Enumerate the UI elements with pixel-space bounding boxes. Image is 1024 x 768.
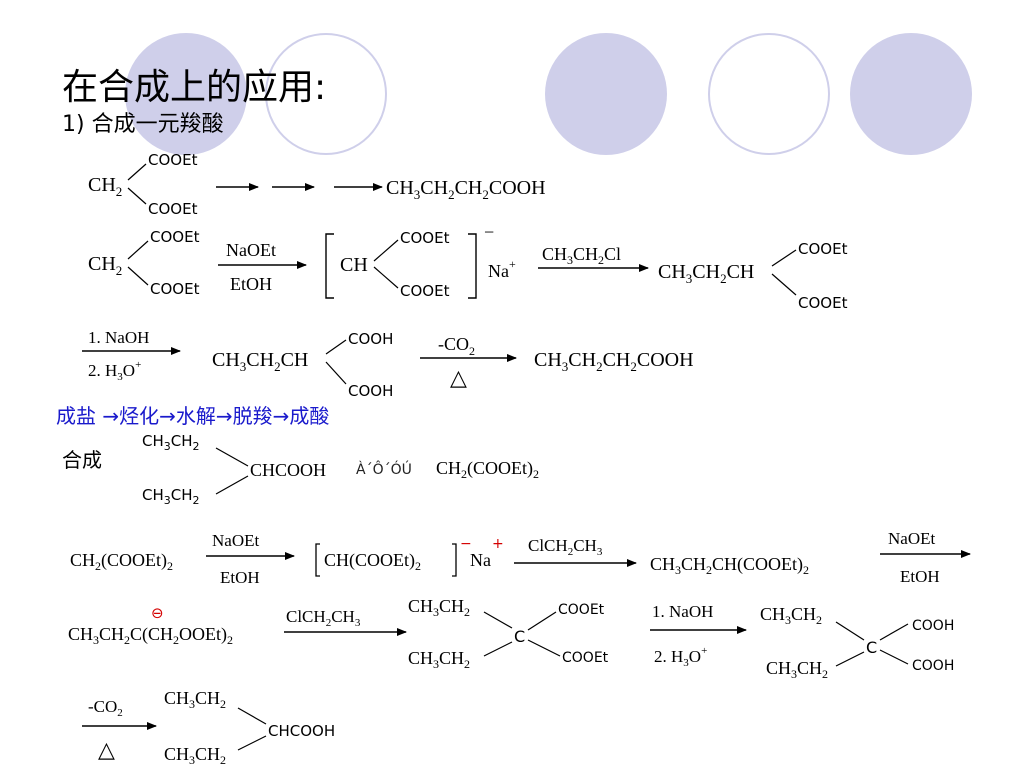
svg-text:CH2: CH2 xyxy=(88,253,122,278)
svg-text:COOEt: COOEt xyxy=(150,228,200,246)
svg-text:CH3CH2CH: CH3CH2CH xyxy=(658,261,754,286)
row6-reagent-acid: 2. H3O+ xyxy=(654,645,707,669)
synthesis-label: 合成 xyxy=(62,448,102,472)
svg-text:COOEt: COOEt xyxy=(798,294,848,312)
svg-text:CHCOOH: CHCOOH xyxy=(268,722,335,740)
svg-text:COOEt: COOEt xyxy=(148,151,198,169)
row3-decarboxylation-label: -CO2 xyxy=(438,334,475,358)
svg-text:CH(COOEt)2: CH(COOEt)2 xyxy=(324,550,421,573)
svg-text:COOEt: COOEt xyxy=(148,200,198,218)
row5-reagent2-etoh: EtOH xyxy=(900,567,940,586)
row3-reagent-acid: 2. H3O+ xyxy=(88,359,141,383)
slide-title: 在合成上的应用: xyxy=(62,67,327,108)
svg-text:CH3CH2: CH3CH2 xyxy=(408,648,470,671)
svg-text:−: − xyxy=(460,536,472,552)
garbled-text: À´Ô´ÓÚ xyxy=(356,460,412,478)
row2-malonate: CH2 COOEt COOEt xyxy=(88,228,200,298)
svg-text:CHCOOH: CHCOOH xyxy=(250,460,326,480)
svg-text:COOEt: COOEt xyxy=(400,282,450,300)
svg-text:CH3CH2: CH3CH2 xyxy=(164,744,226,767)
svg-text:C: C xyxy=(514,627,525,646)
svg-text:COOEt: COOEt xyxy=(150,280,200,298)
row3-reagent-naoh: 1. NaOH xyxy=(88,328,149,347)
row2-alkylated-diester: CH3CH2CH COOEt COOEt xyxy=(658,240,848,312)
row5-reagent-naoet: NaOEt xyxy=(212,531,259,550)
source-diethyl-malonate: CH2(COOEt)2 xyxy=(436,458,539,481)
row2-enolate-bracket: CH COOEt COOEt − Na+ xyxy=(325,222,516,300)
row6-dialkyl-diacid: CH3CH2 CH3CH2 C COOH COOH xyxy=(760,604,954,681)
svg-text:CH3CH2: CH3CH2 xyxy=(766,658,828,681)
slide-subtitle: 1) 合成一元羧酸 xyxy=(62,112,224,137)
row5-product: CH3CH2CH(COOEt)2 xyxy=(650,554,809,577)
svg-text:CH3CH2CH: CH3CH2CH xyxy=(212,349,308,374)
target-molecule: CH3CH2 CH3CH2 CHCOOH xyxy=(142,432,326,507)
row7-heat-icon: △ xyxy=(98,738,115,763)
row1-malonate: CH2 COOEt COOEt xyxy=(88,151,198,218)
svg-text:Na: Na xyxy=(470,550,491,570)
svg-text:CH: CH xyxy=(340,254,368,276)
row6-carbanion-symbol: ⊖ xyxy=(151,604,164,622)
reaction-steps-summary: 成盐 →烃化→水解→脱羧→成酸 xyxy=(56,404,330,428)
svg-text:CH2: CH2 xyxy=(88,174,122,199)
svg-text:CH3CH2: CH3CH2 xyxy=(760,604,822,627)
row2-reagent-etoh: EtOH xyxy=(230,274,272,294)
decor-circle-filled-2 xyxy=(545,33,667,155)
row3-heat-icon: △ xyxy=(450,366,467,391)
svg-text:COOEt: COOEt xyxy=(798,240,848,258)
row5-diethyl-malonate: CH2(COOEt)2 xyxy=(70,550,173,573)
decor-circle-filled-3 xyxy=(850,33,972,155)
svg-text:+: + xyxy=(492,536,504,552)
svg-text:COOH: COOH xyxy=(912,618,954,634)
svg-text:COOEt: COOEt xyxy=(562,650,609,666)
svg-text:COOH: COOH xyxy=(912,658,954,674)
svg-text:COOH: COOH xyxy=(348,382,393,400)
svg-text:Na+: Na+ xyxy=(488,257,516,281)
row2-reagent-naoet: NaOEt xyxy=(226,240,276,260)
row5-reagent-etoh: EtOH xyxy=(220,568,260,587)
svg-text:CH3CH2: CH3CH2 xyxy=(142,432,200,453)
row1-product: CH3CH2CH2COOH xyxy=(386,177,546,202)
row6-dialkyl-diester: CH3CH2 CH3CH2 C COOEt COOEt xyxy=(408,596,609,671)
svg-text:CH3CH2: CH3CH2 xyxy=(142,486,200,507)
svg-text:CH3CH2: CH3CH2 xyxy=(408,596,470,619)
row3-diacid: CH3CH2CH COOH COOH xyxy=(212,330,393,400)
svg-text:COOH: COOH xyxy=(348,330,393,348)
svg-text:CH3CH2: CH3CH2 xyxy=(164,688,226,711)
row6-reagent-naoh: 1. NaOH xyxy=(652,602,713,621)
row7-decarboxylation-label: -CO2 xyxy=(88,697,123,719)
decor-circle-ring-2 xyxy=(708,33,830,155)
row2-reagent-ethyl-chloride: CH3CH2Cl xyxy=(542,244,621,267)
row7-final-acid: CH3CH2 CH3CH2 CHCOOH xyxy=(164,688,335,767)
row6-carbanion: CH3CH2C(CH2OOEt)2 xyxy=(68,624,233,647)
row5-reagent2-naoet: NaOEt xyxy=(888,529,935,548)
row6-reagent-ethyl-chloride: ClCH2CH3 xyxy=(286,607,361,629)
row3-product: CH3CH2CH2COOH xyxy=(534,349,694,374)
decor-circle-filled-1 xyxy=(125,33,247,155)
row5-reagent-ethyl-chloride: ClCH2CH3 xyxy=(528,536,603,558)
svg-text:COOEt: COOEt xyxy=(400,229,450,247)
svg-text:COOEt: COOEt xyxy=(558,602,605,618)
svg-text:−: − xyxy=(484,222,494,242)
svg-text:C: C xyxy=(866,638,877,657)
row5-enolate: CH(COOEt)2 − Na + xyxy=(315,536,504,577)
decor-circle-ring-1 xyxy=(265,33,387,155)
